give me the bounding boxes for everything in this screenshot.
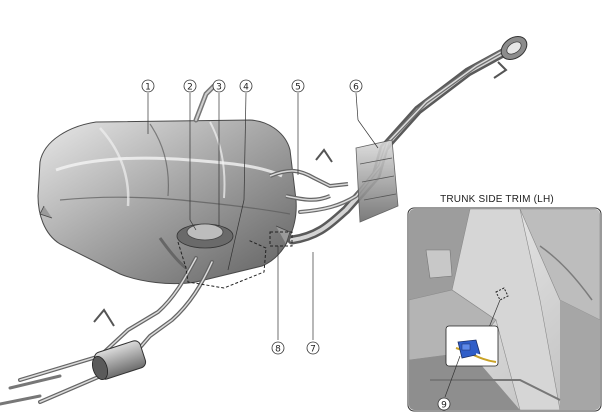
callout-1: 1	[141, 79, 155, 93]
callout-8-label: 8	[275, 345, 281, 355]
inset-leader	[487, 299, 501, 331]
callout-4: 4	[239, 79, 253, 93]
callout-5: 5	[291, 79, 305, 93]
connector-9	[445, 325, 499, 367]
callout-7: 7	[306, 341, 320, 355]
callout-7-label: 7	[310, 345, 316, 355]
callout-1-label: 1	[145, 83, 151, 93]
tank-hose-stub	[193, 83, 217, 123]
inset-panel	[407, 207, 602, 412]
callout-6: 6	[349, 79, 363, 93]
fuel-lines	[0, 237, 214, 406]
callout-9: 9	[437, 397, 451, 411]
filler-neck	[493, 36, 528, 79]
breather-hose	[269, 148, 349, 202]
fuel-tank	[37, 119, 297, 285]
leader-line-9	[444, 355, 461, 398]
connector-dashed-box	[269, 231, 293, 247]
hidden-line-outline	[177, 239, 267, 289]
charcoal-canister	[91, 308, 147, 381]
callout-5-label: 5	[295, 83, 301, 93]
inset-dashed-marker	[495, 287, 509, 301]
callout-2-label: 2	[187, 83, 193, 93]
leader-lines	[147, 92, 379, 340]
callout-3: 3	[212, 79, 226, 93]
callout-8: 8	[271, 341, 285, 355]
callout-9-label: 9	[441, 401, 447, 411]
callout-6-label: 6	[353, 83, 359, 93]
filler-pipe	[287, 43, 517, 245]
callout-2: 2	[183, 79, 197, 93]
callout-3-label: 3	[216, 83, 222, 93]
inset-title: TRUNK SIDE TRIM (LH)	[440, 194, 554, 205]
callout-4-label: 4	[243, 83, 249, 93]
